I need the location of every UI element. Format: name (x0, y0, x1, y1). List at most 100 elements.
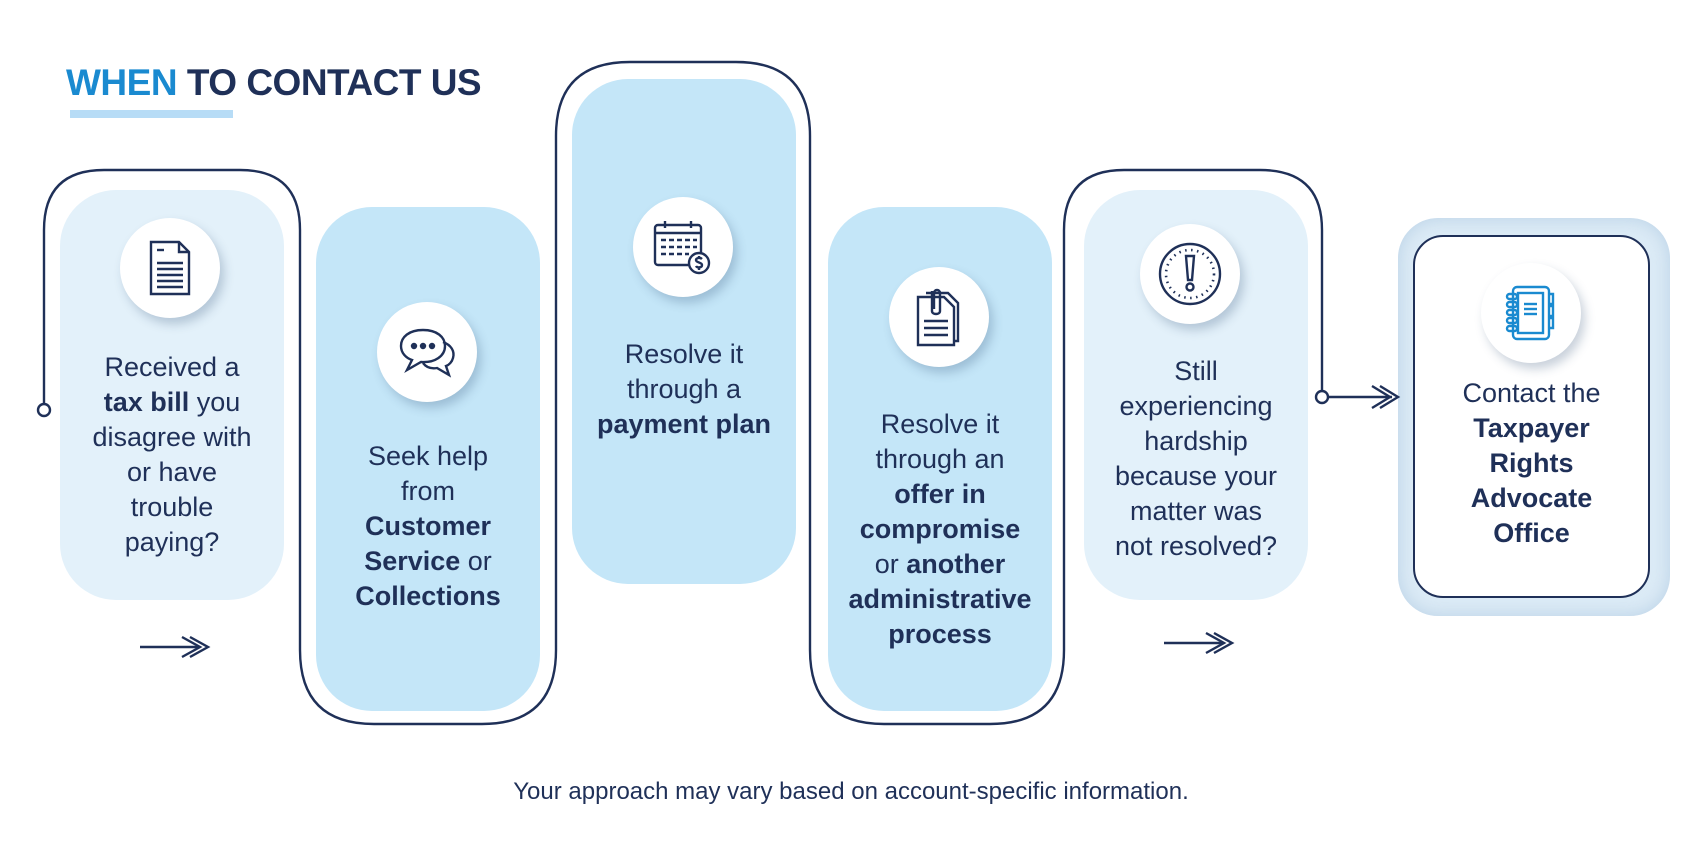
text: Received a (104, 352, 240, 382)
text: paying? (124, 527, 220, 557)
step-text-line: paying? (60, 525, 284, 560)
flow-end-dot (1314, 389, 1330, 405)
document-icon (149, 240, 191, 296)
step-text-line: or another (828, 547, 1052, 582)
icon-circle (633, 197, 733, 297)
step-text-line: Received a (60, 350, 284, 385)
flow-line (42, 60, 1324, 726)
step-text-line: Office (1415, 516, 1648, 551)
step-text-line: hardship (1084, 424, 1308, 459)
text: not resolved? (1114, 531, 1278, 561)
double-arrow-icon (1328, 384, 1401, 410)
double-arrow-icon (140, 635, 211, 659)
step-text-line: or have (60, 455, 284, 490)
bold-text: Office (1493, 518, 1570, 548)
text: Resolve it (880, 409, 1000, 439)
step-text-line: not resolved? (1084, 529, 1308, 564)
text: or (460, 546, 492, 576)
text: or have (126, 457, 218, 487)
bold-text: offer in (894, 479, 986, 509)
text: or (874, 549, 907, 579)
step-text-line: because your (1084, 459, 1308, 494)
step-text: Still experiencing hardship because your mat… (1084, 354, 1308, 564)
step-text-line: from (316, 474, 540, 509)
step-text-line: Customer (316, 509, 540, 544)
step-text-line: Advocate (1415, 481, 1648, 516)
flow-start-dot (36, 402, 52, 418)
text: Contact the (1462, 378, 1601, 408)
icon-circle (1140, 224, 1240, 324)
step-text-line: Service or (316, 544, 540, 579)
text: Resolve it (624, 339, 744, 369)
icon-circle (120, 218, 220, 318)
text: matter was (1129, 496, 1263, 526)
title-underline (70, 110, 233, 118)
text: from (401, 476, 455, 506)
step-text-line: trouble (60, 490, 284, 525)
bold-text: compromise (859, 514, 1021, 544)
step-text-line: through an (828, 442, 1052, 477)
step-text-line: payment plan (572, 407, 796, 442)
bold-text: Customer (364, 511, 492, 541)
step-text-line: matter was (1084, 494, 1308, 529)
bold-text: administrative (848, 584, 1032, 614)
step-text-line: administrative (828, 582, 1052, 617)
text: experiencing (1119, 391, 1273, 421)
text: trouble (130, 492, 214, 522)
double-arrow-icon (1164, 631, 1235, 655)
step-text-line: process (828, 617, 1052, 652)
step-text-line: Rights (1415, 446, 1648, 481)
step-text-line: Collections (316, 579, 540, 614)
calendar-dollar-icon (653, 221, 711, 275)
text: Still (1174, 356, 1218, 386)
step-card-5: Still experiencing hardship because your mat… (1084, 190, 1308, 600)
bold-text: another (906, 549, 1006, 579)
step-text-line: compromise (828, 512, 1052, 547)
icon-circle (889, 267, 989, 367)
step-text-line: Seek help (316, 439, 540, 474)
text: because your (1114, 461, 1278, 491)
step-text: Resolve it through a payment plan (572, 337, 796, 442)
bold-text: Advocate (1470, 483, 1593, 513)
title-accent: WHEN (66, 62, 178, 103)
step-text-line: disagree with (60, 420, 284, 455)
step-text-line: Resolve it (828, 407, 1052, 442)
bold-text: Service (364, 546, 461, 576)
step-card-3: Resolve it through a payment plan (572, 79, 796, 584)
step-text-line: offer in (828, 477, 1052, 512)
bold-text: Collections (355, 581, 501, 611)
title-rest: TO CONTACT US (186, 62, 482, 103)
alert-circle-icon (1158, 242, 1222, 306)
footer-note: Your approach may vary based on account-… (513, 778, 1189, 805)
bold-text: process (888, 619, 992, 649)
text: disagree with (92, 422, 252, 452)
step-text-line: Still (1084, 354, 1308, 389)
bold-text: Taxpayer (1473, 413, 1590, 443)
notebook-icon (1505, 285, 1555, 341)
icon-circle (377, 302, 477, 402)
step-text-line: Contact the (1415, 376, 1648, 411)
text: through an (875, 444, 1005, 474)
text: through a (626, 374, 742, 404)
text: you (189, 387, 241, 417)
step-text-line: experiencing (1084, 389, 1308, 424)
clipped-documents-icon (916, 288, 960, 347)
bold-text: payment plan (596, 409, 772, 439)
text: Seek help (367, 441, 489, 471)
text: hardship (1144, 426, 1248, 456)
bold-text: tax bill (103, 387, 190, 417)
step-text-line: Taxpayer (1415, 411, 1648, 446)
step-text-line: tax bill you (60, 385, 284, 420)
step-text-line: Resolve it (572, 337, 796, 372)
page-title: WHEN TO CONTACT US (66, 62, 482, 104)
icon-circle (1481, 263, 1581, 363)
